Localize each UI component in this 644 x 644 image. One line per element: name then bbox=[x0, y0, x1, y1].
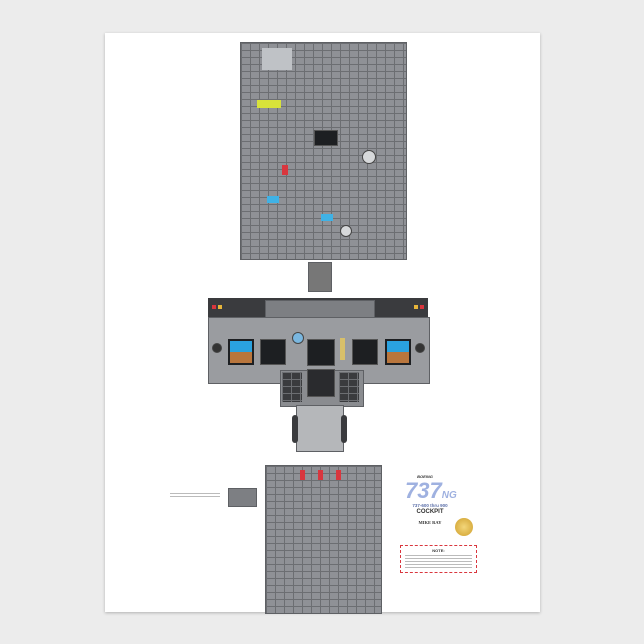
upper-eicas bbox=[307, 339, 335, 366]
master-caution-right-amber bbox=[414, 305, 418, 309]
captain-pfd bbox=[228, 339, 254, 365]
model-logo-ng: NG bbox=[441, 490, 457, 501]
gear-lever bbox=[340, 338, 345, 360]
subtitle: 737-600 thru 900 bbox=[412, 503, 448, 508]
overhead-red-guard bbox=[282, 165, 288, 175]
ng-seal bbox=[455, 518, 473, 536]
overhead-gauge bbox=[340, 225, 352, 237]
overhead-panel bbox=[240, 42, 407, 260]
throttle-quadrant bbox=[296, 405, 344, 452]
note-text-lines bbox=[405, 555, 472, 569]
caption-text-lines bbox=[170, 493, 220, 498]
fire-handle-2 bbox=[336, 470, 341, 480]
fire-handle-1 bbox=[300, 470, 305, 480]
master-caution-left bbox=[212, 305, 216, 309]
overhead-blue-panel bbox=[321, 214, 333, 221]
fo-nd bbox=[352, 339, 378, 365]
master-caution-left-amber bbox=[218, 305, 222, 309]
lower-display bbox=[307, 369, 335, 397]
inset-panel bbox=[228, 488, 257, 507]
note-heading: NOTE: bbox=[432, 548, 445, 553]
model-logo: 737NG bbox=[405, 478, 457, 503]
trim-wheel-left bbox=[292, 415, 298, 443]
mode-control-panel bbox=[265, 300, 375, 318]
captain-nd bbox=[260, 339, 286, 365]
overhead-yellow-lights bbox=[257, 100, 281, 108]
pedestal bbox=[265, 465, 382, 614]
overhead-blue-panel bbox=[267, 196, 279, 203]
brand-label: BOEING bbox=[417, 474, 433, 479]
overhead-gauge bbox=[362, 150, 376, 164]
trim-wheel-right bbox=[341, 415, 347, 443]
poster-title: COCKPIT bbox=[416, 509, 444, 515]
master-caution-right bbox=[420, 305, 424, 309]
cdu-right bbox=[339, 372, 359, 402]
author: MIKE RAY bbox=[418, 520, 442, 525]
standby-attitude bbox=[292, 332, 304, 344]
cdu-left bbox=[282, 372, 302, 402]
overhead-display bbox=[314, 130, 338, 146]
standby-compass bbox=[308, 262, 332, 292]
clock-right bbox=[415, 343, 425, 353]
note-box: NOTE: bbox=[400, 545, 477, 573]
fire-handle-apu bbox=[318, 470, 323, 480]
overhead-annunciator bbox=[262, 48, 292, 70]
fo-pfd bbox=[385, 339, 411, 365]
clock-left bbox=[212, 343, 222, 353]
